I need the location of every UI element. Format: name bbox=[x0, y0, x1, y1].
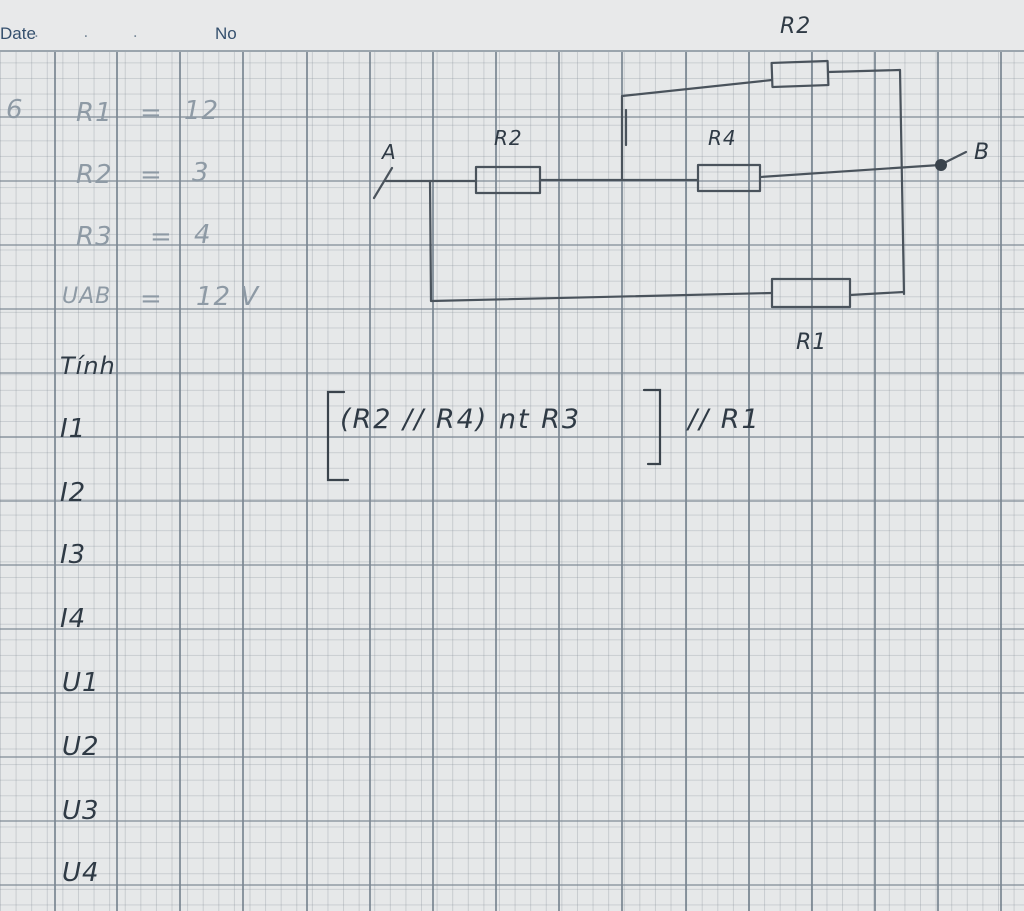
formula-inner: (R2 // R4) nt R3 bbox=[340, 404, 582, 435]
date-label: Date bbox=[0, 24, 36, 43]
grid-line bbox=[0, 820, 1024, 822]
node-b-label: B bbox=[974, 140, 991, 165]
grid-line bbox=[54, 52, 56, 911]
grid-line bbox=[369, 52, 371, 911]
terminal-a-stroke bbox=[372, 166, 394, 200]
grid-line bbox=[179, 52, 181, 911]
grid-line bbox=[0, 244, 1024, 246]
unknown-u1: U1 bbox=[62, 668, 100, 698]
unknown-u3: U3 bbox=[62, 796, 100, 826]
given-r1-name: R1 bbox=[76, 98, 113, 128]
formula-tail: // R1 bbox=[688, 404, 761, 435]
date-dots: . . . bbox=[34, 22, 158, 41]
grid-line bbox=[0, 884, 1024, 886]
grid-line bbox=[1000, 52, 1002, 911]
grid-line bbox=[621, 52, 623, 911]
given-r3-name: R3 bbox=[76, 222, 113, 252]
grid-line bbox=[0, 180, 1024, 182]
grid-line bbox=[748, 52, 750, 911]
label-r4: R4 bbox=[708, 126, 737, 150]
node-b-dot bbox=[935, 159, 947, 171]
label-r2-series: R2 bbox=[494, 126, 523, 150]
wire-right-vertical bbox=[898, 68, 906, 296]
grid-line bbox=[558, 52, 560, 911]
grid-line bbox=[0, 756, 1024, 758]
grid-line bbox=[0, 564, 1024, 566]
resistor-r1 bbox=[770, 277, 852, 309]
given-r1-value: 12 bbox=[184, 96, 220, 126]
given-uab-eq: = bbox=[140, 284, 163, 314]
grid-line bbox=[0, 628, 1024, 630]
resistor-r2-series bbox=[474, 165, 542, 195]
unknown-u2: U2 bbox=[62, 732, 100, 762]
grid-line bbox=[242, 52, 244, 911]
problem-number: 6 bbox=[6, 95, 24, 125]
given-r2-name: R2 bbox=[76, 160, 113, 190]
no-label: No bbox=[215, 24, 237, 43]
given-r3-eq: = bbox=[150, 222, 173, 252]
grid-line bbox=[874, 52, 876, 911]
page-header: Date . . . No bbox=[0, 0, 1024, 52]
given-r2-eq: = bbox=[140, 160, 163, 190]
grid-line bbox=[306, 52, 308, 911]
grid-line bbox=[495, 52, 497, 911]
given-r1-eq: = bbox=[140, 98, 163, 128]
grid-line bbox=[0, 372, 1024, 374]
wire-bottom-right bbox=[848, 290, 906, 297]
node-a-label: A bbox=[382, 140, 397, 164]
right-bracket bbox=[642, 388, 662, 466]
resistor-r4 bbox=[696, 163, 762, 193]
resistor-r2-top bbox=[770, 59, 830, 89]
grid-line bbox=[811, 52, 813, 911]
unknown-i2: I2 bbox=[60, 478, 87, 508]
unknown-i3: I3 bbox=[60, 540, 87, 570]
label-r2-top: R2 bbox=[780, 14, 812, 39]
find-label: Tính bbox=[60, 352, 116, 380]
left-bracket bbox=[326, 390, 350, 482]
grid-line bbox=[0, 308, 1024, 310]
given-uab-value: 12 V bbox=[196, 282, 260, 312]
unknown-i1: I1 bbox=[60, 414, 87, 444]
grid-line bbox=[685, 52, 687, 911]
wire-top-right bbox=[826, 68, 902, 74]
header-rule bbox=[0, 50, 1024, 52]
grid-line bbox=[0, 116, 1024, 118]
grid-line bbox=[0, 500, 1024, 502]
given-r2-value: 3 bbox=[192, 158, 210, 188]
given-uab-name: UAB bbox=[62, 284, 112, 309]
label-r1: R1 bbox=[796, 330, 828, 355]
grid-line bbox=[937, 52, 939, 911]
wire-to-b bbox=[758, 163, 942, 179]
given-r3-value: 4 bbox=[194, 220, 212, 250]
grid-line bbox=[116, 52, 118, 911]
grid-line bbox=[0, 436, 1024, 438]
wire-top-left bbox=[620, 78, 774, 182]
unknown-i4: I4 bbox=[60, 604, 87, 634]
unknown-u4: U4 bbox=[62, 858, 100, 888]
grid-line bbox=[432, 52, 434, 911]
wire-bottom-left bbox=[428, 179, 774, 303]
grid-line bbox=[0, 692, 1024, 694]
